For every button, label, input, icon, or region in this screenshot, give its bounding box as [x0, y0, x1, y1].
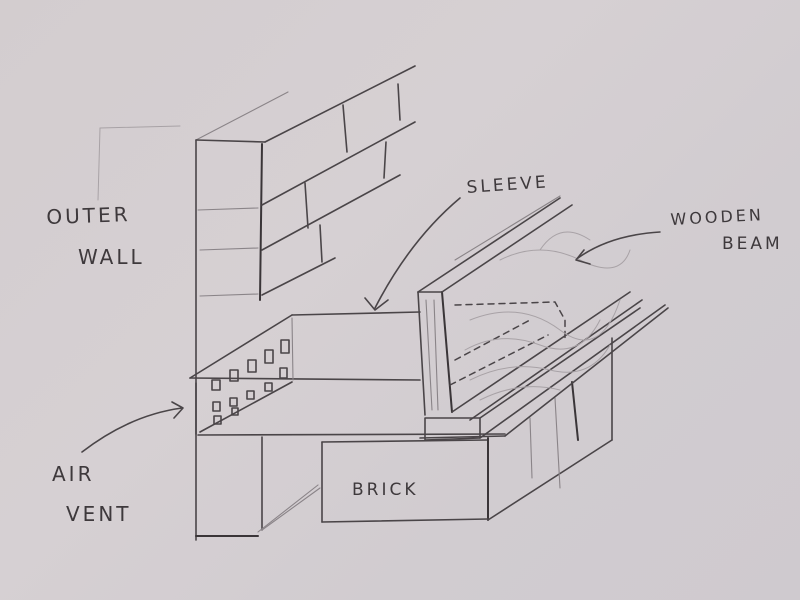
wooden-beam-arrow	[577, 231, 661, 259]
brick-label: BRICK	[352, 480, 419, 500]
sleeve-arrow	[374, 197, 461, 309]
outer-wall-label-line2: WALL	[78, 245, 145, 269]
background-marks	[97, 125, 181, 201]
outer-wall-drawing	[195, 65, 506, 541]
air-vent-label-line1: AIR	[52, 462, 95, 486]
wooden-beam-label-line2: BEAM	[722, 234, 783, 254]
brick-drawing	[321, 337, 613, 523]
outer-wall-label-line1: OUTER	[46, 202, 131, 229]
annotation-arrows	[81, 197, 661, 453]
air-vent-holes	[211, 339, 290, 425]
sleeve-drawing	[189, 311, 421, 435]
air-vent-label-line2: VENT	[66, 502, 132, 526]
wooden-beam-drawing	[417, 195, 669, 441]
air-vent-arrow	[81, 407, 183, 453]
